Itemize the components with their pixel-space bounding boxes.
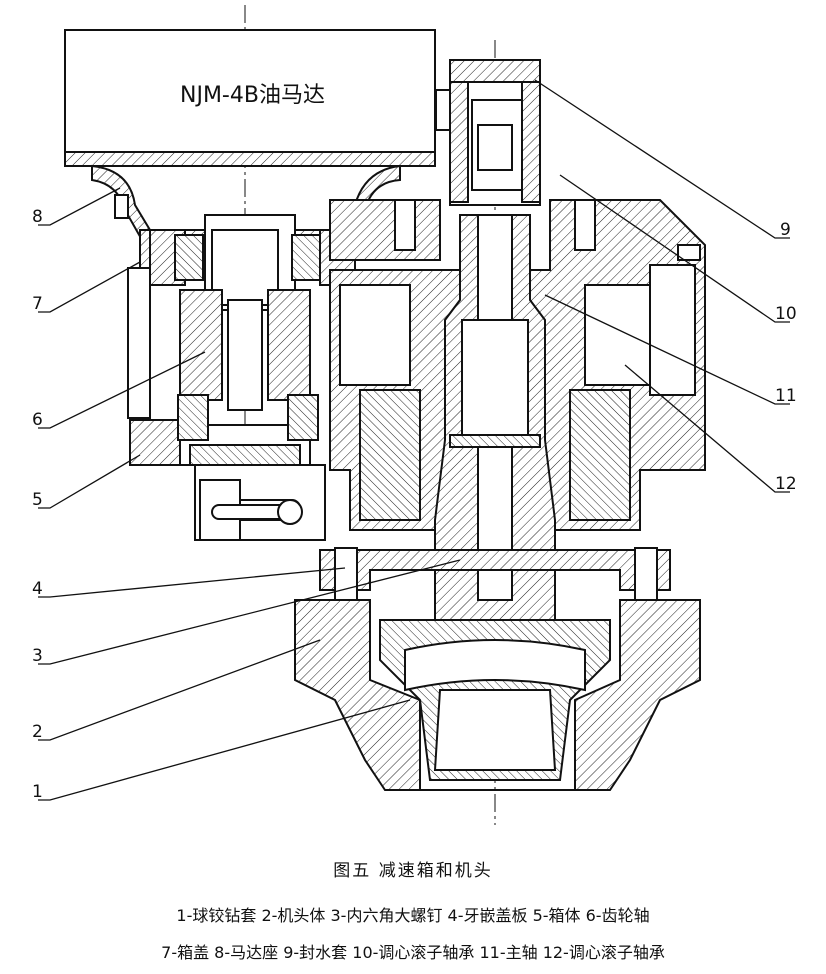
part-label-11: 11 bbox=[775, 386, 797, 406]
gear-shaft bbox=[174, 229, 321, 441]
part-label-4: 4 bbox=[32, 579, 43, 599]
motor-label: NJM-4B油马达 bbox=[180, 83, 325, 108]
leader-lines bbox=[38, 79, 790, 801]
hydraulic-motor bbox=[64, 29, 436, 167]
water-seal-sleeve bbox=[435, 59, 541, 206]
part-label-2: 2 bbox=[32, 722, 43, 742]
figure-title: 图五 减速箱和机头 bbox=[333, 861, 493, 881]
reducer-gearbox-section-drawing: NJM-4B油马达 8 7 6 5 4 3 2 1 9 10 11 12 bbox=[32, 5, 797, 825]
part-label-7: 7 bbox=[32, 294, 43, 314]
part-label-3: 3 bbox=[32, 646, 43, 666]
part-label-12: 12 bbox=[775, 474, 797, 494]
part-label-1: 1 bbox=[32, 782, 43, 802]
parts-legend-line-2: 7-箱盖 8-马达座 9-封水套 10-调心滚子轴承 11-主轴 12-调心滚子… bbox=[161, 943, 665, 962]
part-label-6: 6 bbox=[32, 410, 43, 430]
part-label-9: 9 bbox=[780, 220, 791, 240]
spline-cover-plate bbox=[319, 547, 671, 609]
sensor-assembly bbox=[199, 479, 303, 541]
parts-legend-line-1: 1-球铰钻套 2-机头体 3-内六角大螺钉 4-牙嵌盖板 5-箱体 6-齿轮轴 bbox=[176, 906, 650, 925]
part-label-5: 5 bbox=[32, 490, 43, 510]
part-label-8: 8 bbox=[32, 207, 43, 227]
part-label-10: 10 bbox=[775, 304, 797, 324]
ball-hinge-drill-sleeve bbox=[379, 619, 611, 781]
